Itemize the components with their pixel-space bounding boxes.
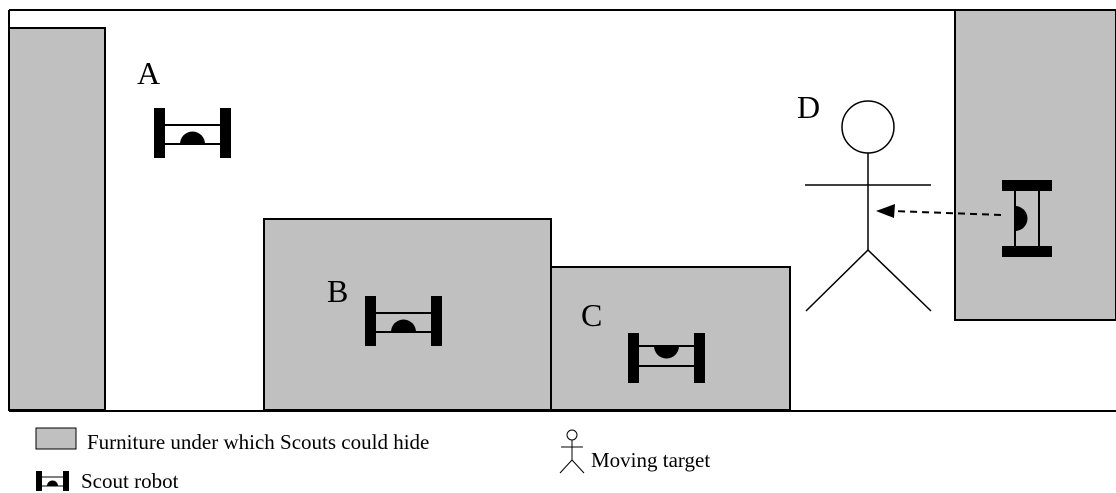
- label-d: D: [797, 89, 820, 125]
- furniture-left-cabinet: [8, 27, 106, 411]
- furniture-b: [263, 218, 552, 411]
- scout-robot-legend-icon: [36, 471, 69, 491]
- furniture-c: [550, 266, 791, 411]
- label-a: A: [137, 55, 160, 91]
- furniture-legend-icon: [35, 427, 77, 450]
- legend-target-label: Moving target: [591, 448, 710, 472]
- furniture-right-cabinet: [954, 9, 1116, 321]
- scout-robot-a: [154, 108, 231, 158]
- label-c: C: [581, 297, 602, 333]
- label-b: B: [327, 273, 348, 309]
- legend: Furniture under which Scouts could hide …: [35, 427, 710, 493]
- scout-robot-c: [628, 333, 705, 383]
- scout-robot-right: [1002, 180, 1052, 257]
- legend-furniture-label: Furniture under which Scouts could hide: [87, 430, 429, 454]
- moving-target-legend-icon: [559, 429, 585, 474]
- scout-robot-b: [365, 296, 442, 346]
- legend-scout-label: Scout robot: [81, 469, 179, 493]
- moving-target-figure: [805, 100, 932, 312]
- tracking-arrow: [876, 204, 1002, 218]
